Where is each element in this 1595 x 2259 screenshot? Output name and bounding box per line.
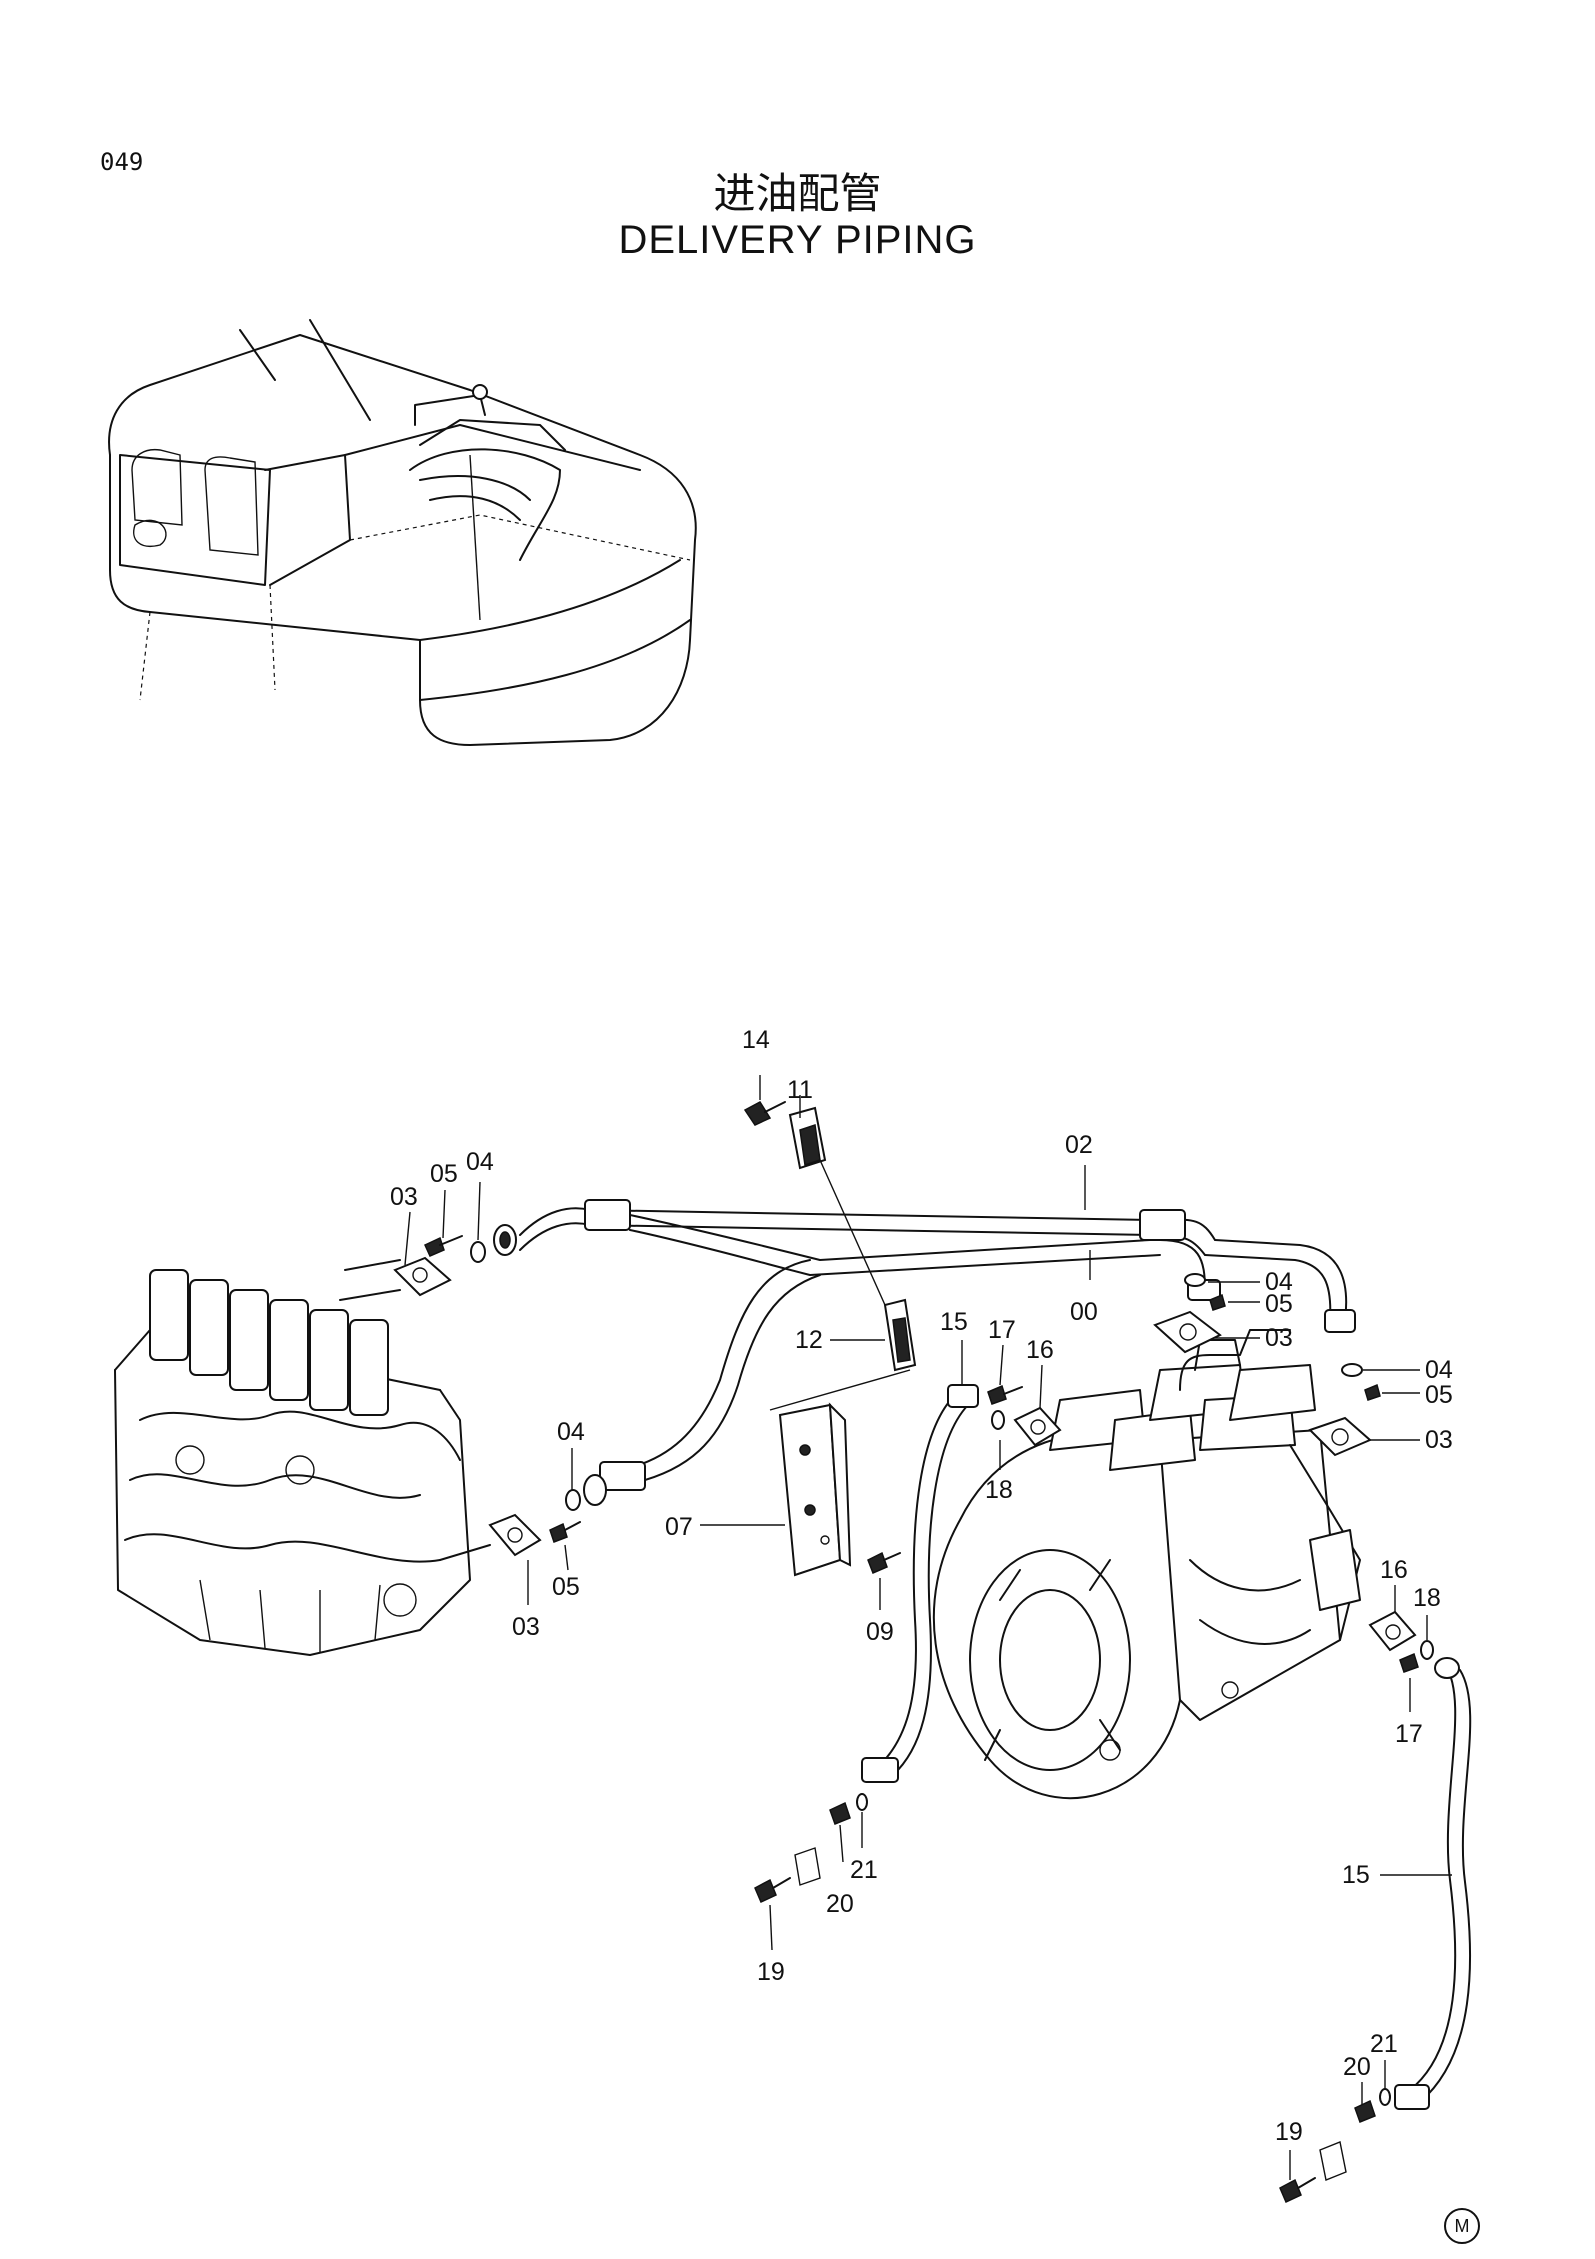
callout-04: 04: [1265, 1268, 1293, 1296]
callout-02: 02: [1065, 1131, 1093, 1159]
callout-05: 05: [552, 1573, 580, 1601]
page-number: 049: [100, 148, 144, 176]
callout-15: 15: [940, 1308, 968, 1336]
corner-mark: M: [1444, 2208, 1480, 2244]
title-english: DELIVERY PIPING: [618, 218, 977, 262]
callout-03: 03: [512, 1613, 540, 1641]
control-valve-assembly: [114, 1259, 471, 1656]
callout-14: 14: [742, 1026, 770, 1054]
callout-19: 19: [757, 1958, 785, 1986]
callout-17: 17: [1395, 1720, 1423, 1748]
callout-03: 03: [1425, 1426, 1453, 1454]
callout-21: 21: [1370, 2030, 1398, 2058]
callout-19: 19: [1275, 2118, 1303, 2146]
callout-18: 18: [985, 1476, 1013, 1504]
title-chinese: 进油配管: [713, 169, 882, 218]
callout-04: 04: [466, 1148, 494, 1176]
callout-12: 12: [795, 1326, 823, 1354]
small-parts: [339, 1101, 1434, 2204]
callout-20: 20: [1343, 2053, 1371, 2081]
callout-04: 04: [557, 1418, 585, 1446]
callout-15: 15: [1342, 1861, 1370, 1889]
excavator-overview-illustration: [108, 319, 697, 746]
leader-lines: [404, 1075, 1452, 2180]
callout-04: 04: [1425, 1356, 1453, 1384]
callout-16: 16: [1380, 1556, 1408, 1584]
callout-07: 07: [665, 1513, 693, 1541]
callout-09: 09: [866, 1618, 894, 1646]
callout-11: 11: [787, 1076, 813, 1104]
callout-05: 05: [1265, 1290, 1293, 1318]
callout-03: 03: [390, 1183, 418, 1211]
callout-00: 00: [1070, 1298, 1098, 1326]
callout-05: 05: [1425, 1381, 1453, 1409]
callout-03: 03: [1265, 1324, 1293, 1352]
callout-labels: 14 11 02 00 05 04 03 04 05 03 04 05 03 1…: [390, 1026, 1453, 2146]
callout-21: 21: [850, 1856, 878, 1884]
callout-18: 18: [1413, 1584, 1441, 1612]
callout-17: 17: [988, 1316, 1016, 1344]
callout-20: 20: [826, 1890, 854, 1918]
main-pump-assembly: [932, 1329, 1361, 1800]
callout-16: 16: [1026, 1336, 1054, 1364]
callout-05: 05: [430, 1160, 458, 1188]
